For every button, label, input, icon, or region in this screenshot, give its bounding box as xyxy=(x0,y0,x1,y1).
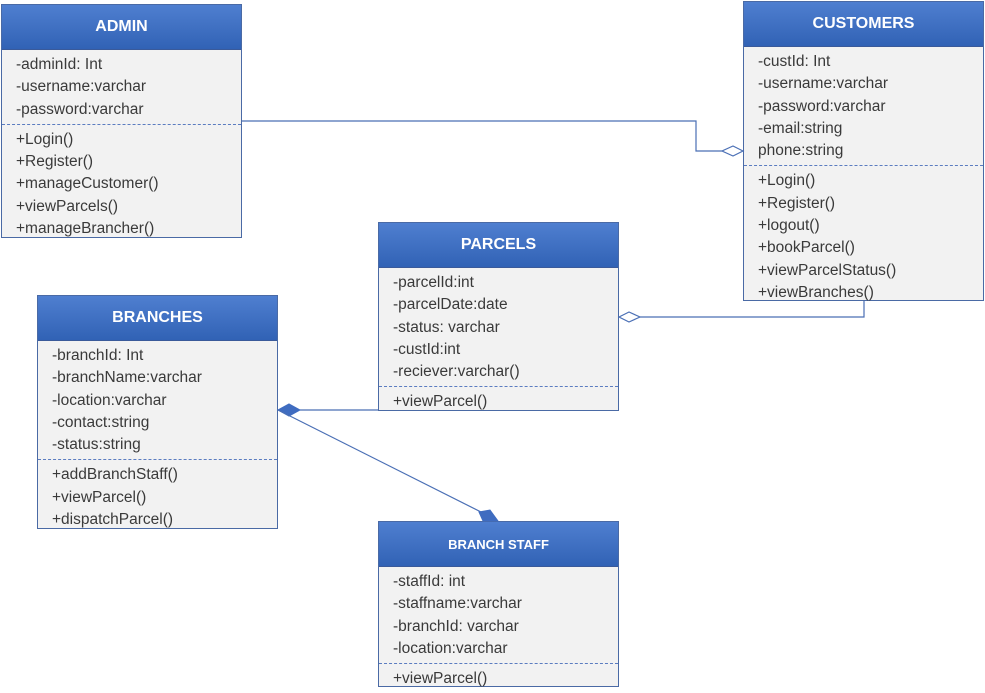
method: +viewBranches() xyxy=(758,283,874,301)
attribute: -password:varchar xyxy=(16,100,144,118)
method: +manageCustomer() xyxy=(16,175,159,193)
class-parcels[interactable]: PARCELS -parcelId:int -parcelDate:date -… xyxy=(378,222,619,411)
attribute: -status:string xyxy=(52,436,141,454)
method: +manageBrancher() xyxy=(16,220,155,238)
class-branches-attributes: -branchId: Int -branchName:varchar -loca… xyxy=(38,341,277,461)
method: +viewParcel() xyxy=(393,670,488,688)
attribute: -branchId: varchar xyxy=(393,617,519,635)
method: +Login() xyxy=(758,172,816,190)
attribute: -custId:int xyxy=(393,340,461,358)
class-branch-staff-attributes: -staffId: int -staffname:varchar -branch… xyxy=(379,567,618,665)
attribute: -branchId: Int xyxy=(52,347,144,364)
class-admin-title: ADMIN xyxy=(2,5,241,50)
attribute: -reciever:varchar() xyxy=(393,363,520,381)
branches-staff-composition-line[interactable] xyxy=(277,409,484,514)
attribute: phone:string xyxy=(758,142,844,160)
class-customers-title: CUSTOMERS xyxy=(744,2,983,47)
method: +viewParcels() xyxy=(16,197,119,215)
method: +Login() xyxy=(16,130,74,148)
class-customers-attributes: -custId: Int -username:varchar -password… xyxy=(744,47,983,167)
class-branch-staff[interactable]: BRANCH STAFF -staffId: int -staffname:va… xyxy=(378,521,619,687)
attribute: -staffname:varchar xyxy=(393,595,522,613)
class-parcels-methods: +viewParcel() xyxy=(379,387,618,416)
attribute: -location:varchar xyxy=(52,391,167,409)
class-customers-methods: +Login() +Register() +logout() +bookParc… xyxy=(744,166,983,307)
class-branches-title: BRANCHES xyxy=(38,296,277,341)
method: +dispatchParcel() xyxy=(52,511,174,529)
attribute: -adminId: Int xyxy=(16,56,103,73)
attribute: -password:varchar xyxy=(758,97,886,115)
class-branches-methods: +addBranchStaff() +viewParcel() +dispatc… xyxy=(38,460,277,534)
method: +viewParcelStatus() xyxy=(758,261,897,279)
attribute: -parcelId:int xyxy=(393,274,474,291)
class-parcels-attributes: -parcelId:int -parcelDate:date -status: … xyxy=(379,268,618,388)
class-branch-staff-methods: +viewParcel() xyxy=(379,664,618,693)
customers-aggregation-diamond xyxy=(720,145,745,157)
attribute: -location:varchar xyxy=(393,639,508,657)
attribute: -username:varchar xyxy=(16,78,147,96)
class-admin-attributes: -adminId: Int -username:varchar -passwor… xyxy=(2,50,241,125)
branch-staff-composition-diamond xyxy=(478,509,499,522)
method: +viewParcel() xyxy=(393,393,488,411)
method: +Register() xyxy=(758,194,836,212)
class-admin[interactable]: ADMIN -adminId: Int -username:varchar -p… xyxy=(1,4,242,238)
attribute: -username:varchar xyxy=(758,75,889,93)
class-branch-staff-title: BRANCH STAFF xyxy=(379,522,618,567)
attribute: -contact:string xyxy=(52,413,150,431)
attribute: -branchName:varchar xyxy=(52,369,202,387)
parcels-aggregation-diamond xyxy=(617,311,642,323)
method: +bookParcel() xyxy=(758,239,855,257)
attribute: -parcelDate:date xyxy=(393,296,508,314)
branches-composition-diamond xyxy=(276,403,302,417)
class-admin-methods: +Login() +Register() +manageCustomer() +… xyxy=(2,125,241,243)
attribute: -email:string xyxy=(758,119,843,137)
class-customers[interactable]: CUSTOMERS -custId: Int -username:varchar… xyxy=(743,1,984,301)
method: +addBranchStaff() xyxy=(52,466,178,484)
class-branches[interactable]: BRANCHES -branchId: Int -branchName:varc… xyxy=(37,295,278,529)
method: +Register() xyxy=(16,153,94,171)
attribute: -status: varchar xyxy=(393,318,500,336)
method: +viewParcel() xyxy=(52,488,147,506)
admin-customers-aggregation-line[interactable] xyxy=(242,120,722,152)
method: +logout() xyxy=(758,217,820,235)
attribute: -custId: Int xyxy=(758,53,831,70)
class-parcels-title: PARCELS xyxy=(379,223,618,268)
attribute: -staffId: int xyxy=(393,573,466,590)
